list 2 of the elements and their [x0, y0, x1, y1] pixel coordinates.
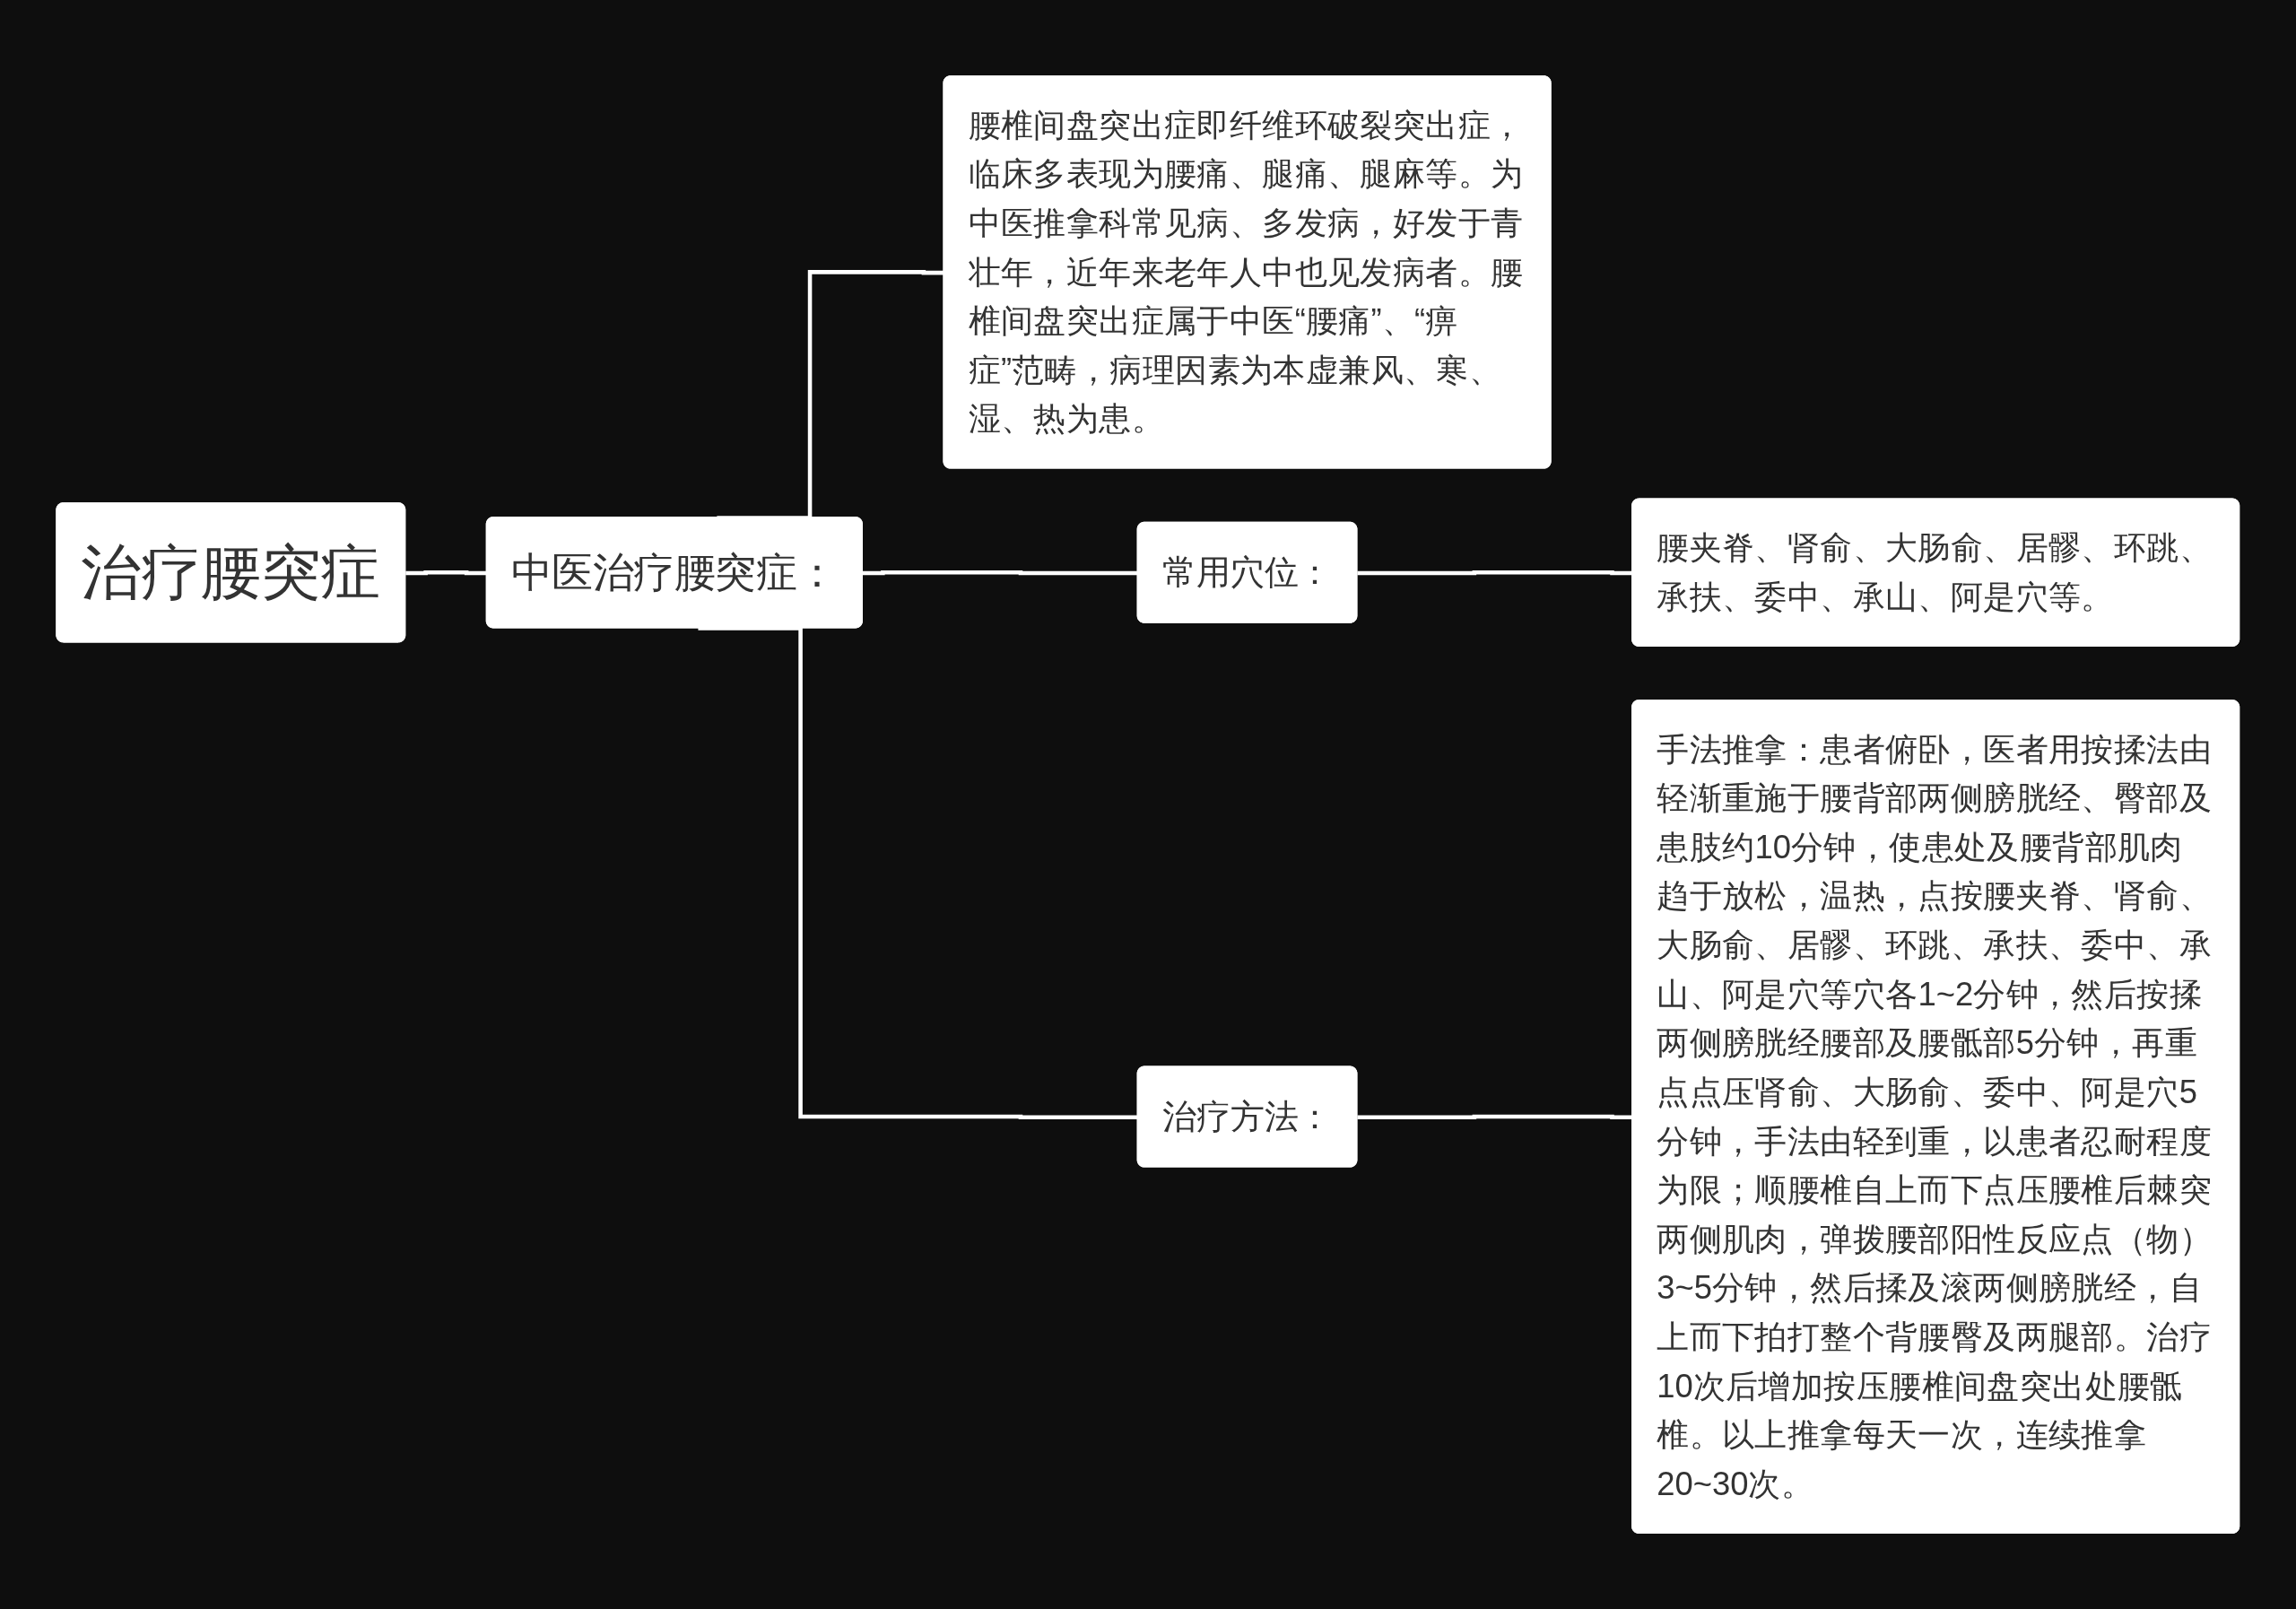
- connector: [1357, 1114, 1633, 1119]
- connector: [1357, 570, 1633, 576]
